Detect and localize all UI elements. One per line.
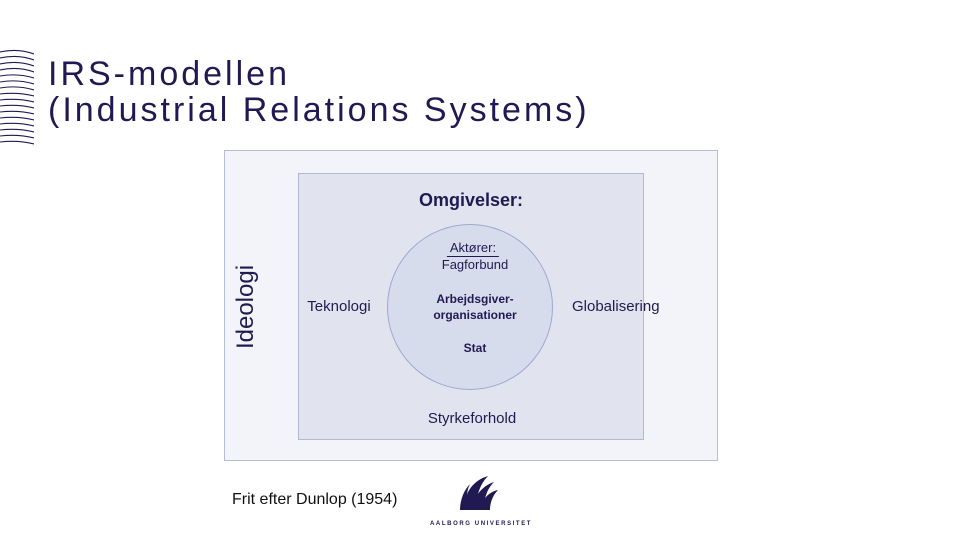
striped-wave-icon bbox=[0, 49, 34, 145]
actor-employers: Arbejdsgiver- organisationer bbox=[433, 291, 516, 323]
actor-state: Stat bbox=[463, 341, 487, 355]
ideology-label: Ideologi bbox=[232, 264, 259, 350]
globalisation-label: Globalisering bbox=[572, 298, 660, 315]
environment-label: Omgivelser: bbox=[418, 190, 524, 210]
actors-circle bbox=[387, 224, 553, 390]
actors-heading: Aktører: bbox=[446, 240, 500, 257]
title-line-1: IRS-modellen bbox=[48, 55, 290, 93]
title-line-2: (Industrial Relations Systems) bbox=[48, 91, 590, 129]
power-relations-label: Styrkeforhold bbox=[427, 410, 517, 427]
actor-union: Fagforbund bbox=[441, 257, 509, 272]
technology-label: Teknologi bbox=[307, 298, 371, 315]
actor-employers-line-2: organisationer bbox=[433, 308, 517, 322]
logo-wordmark: AALBORG UNIVERSITET bbox=[430, 521, 533, 527]
page-title: IRS-modellen (Industrial Relations Syste… bbox=[48, 56, 590, 128]
source-credit: Frit efter Dunlop (1954) bbox=[232, 491, 398, 508]
actor-employers-line-1: Arbejdsgiver- bbox=[436, 292, 514, 306]
aau-logo-icon bbox=[460, 476, 498, 510]
